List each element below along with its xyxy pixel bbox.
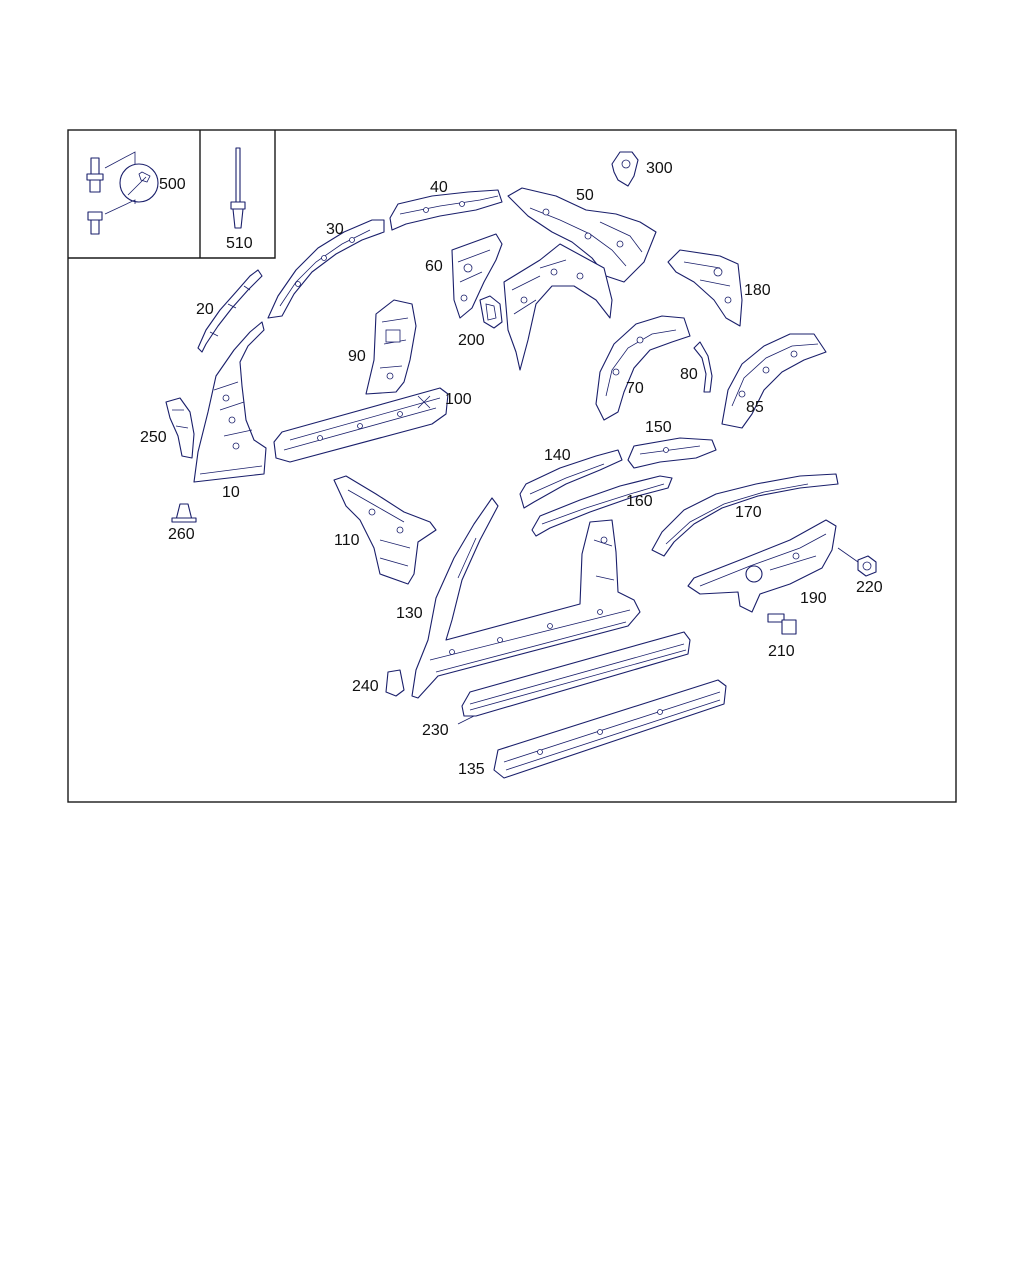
- part-50-quarter-inner[interactable]: [507, 187, 657, 283]
- label-240: 240: [352, 678, 379, 695]
- part-200-seal[interactable]: [479, 295, 503, 329]
- part-230-sill-stiffener[interactable]: [457, 631, 691, 725]
- part-240-plug[interactable]: [385, 669, 405, 697]
- part-85-outer-arch[interactable]: [721, 333, 827, 429]
- part-210-bolt[interactable]: [767, 613, 797, 635]
- label-510: 510: [226, 235, 253, 252]
- label-80: 80: [680, 366, 698, 383]
- label-200: 200: [458, 332, 485, 349]
- part-140-rail[interactable]: [519, 449, 623, 509]
- label-230: 230: [422, 722, 449, 739]
- label-150: 150: [645, 419, 672, 436]
- part-80-strip[interactable]: [693, 341, 713, 393]
- label-50: 50: [576, 187, 594, 204]
- part-220-nut[interactable]: [837, 547, 877, 577]
- part-500-bolts[interactable]: [86, 151, 159, 235]
- inset-box-frame: [68, 130, 276, 259]
- label-170: 170: [735, 504, 762, 521]
- label-220: 220: [856, 579, 883, 596]
- diagram-frame: [67, 129, 957, 803]
- part-170-arch-trim[interactable]: [651, 473, 839, 557]
- part-110-bracket[interactable]: [333, 475, 437, 585]
- part-180-bracket[interactable]: [667, 249, 743, 327]
- label-70: 70: [626, 380, 644, 397]
- label-110: 110: [334, 532, 360, 549]
- label-130: 130: [396, 605, 423, 622]
- part-wheelhouse-inner[interactable]: [503, 243, 613, 371]
- label-60: 60: [425, 258, 443, 275]
- part-135-sill-lower[interactable]: [493, 679, 727, 779]
- label-135: 135: [458, 761, 485, 778]
- part-130-side-outer[interactable]: [411, 497, 641, 699]
- label-250: 250: [140, 429, 167, 446]
- part-300-clip[interactable]: [611, 151, 639, 187]
- part-10-a-pillar[interactable]: [193, 321, 267, 483]
- part-30-roof-rail-front[interactable]: [267, 219, 385, 319]
- part-20-bracket[interactable]: [197, 269, 263, 353]
- label-260: 260: [168, 526, 195, 543]
- label-180: 180: [744, 282, 771, 299]
- label-300: 300: [646, 160, 673, 177]
- label-10: 10: [222, 484, 240, 501]
- label-30: 30: [326, 221, 344, 238]
- part-190-member[interactable]: [687, 519, 837, 613]
- part-260-grommet[interactable]: [171, 503, 197, 523]
- label-500: 500: [159, 176, 186, 193]
- label-85: 85: [746, 399, 764, 416]
- part-160-rail[interactable]: [531, 475, 673, 537]
- part-90-b-pillar[interactable]: [365, 299, 417, 395]
- part-250-panel[interactable]: [165, 397, 195, 459]
- part-60-reinforcement[interactable]: [451, 233, 503, 319]
- part-150-bracket[interactable]: [627, 437, 717, 469]
- part-510-stud[interactable]: [230, 147, 246, 229]
- label-160: 160: [626, 493, 653, 510]
- part-40-roof-rail-rear[interactable]: [389, 189, 503, 231]
- label-100: 100: [445, 391, 472, 408]
- label-190: 190: [800, 590, 827, 607]
- part-70-wheel-arch[interactable]: [595, 315, 691, 421]
- label-140: 140: [544, 447, 571, 464]
- label-90: 90: [348, 348, 366, 365]
- part-100-sill-inner[interactable]: [273, 387, 449, 463]
- label-40: 40: [430, 179, 448, 196]
- label-210: 210: [768, 643, 795, 660]
- label-20: 20: [196, 301, 214, 318]
